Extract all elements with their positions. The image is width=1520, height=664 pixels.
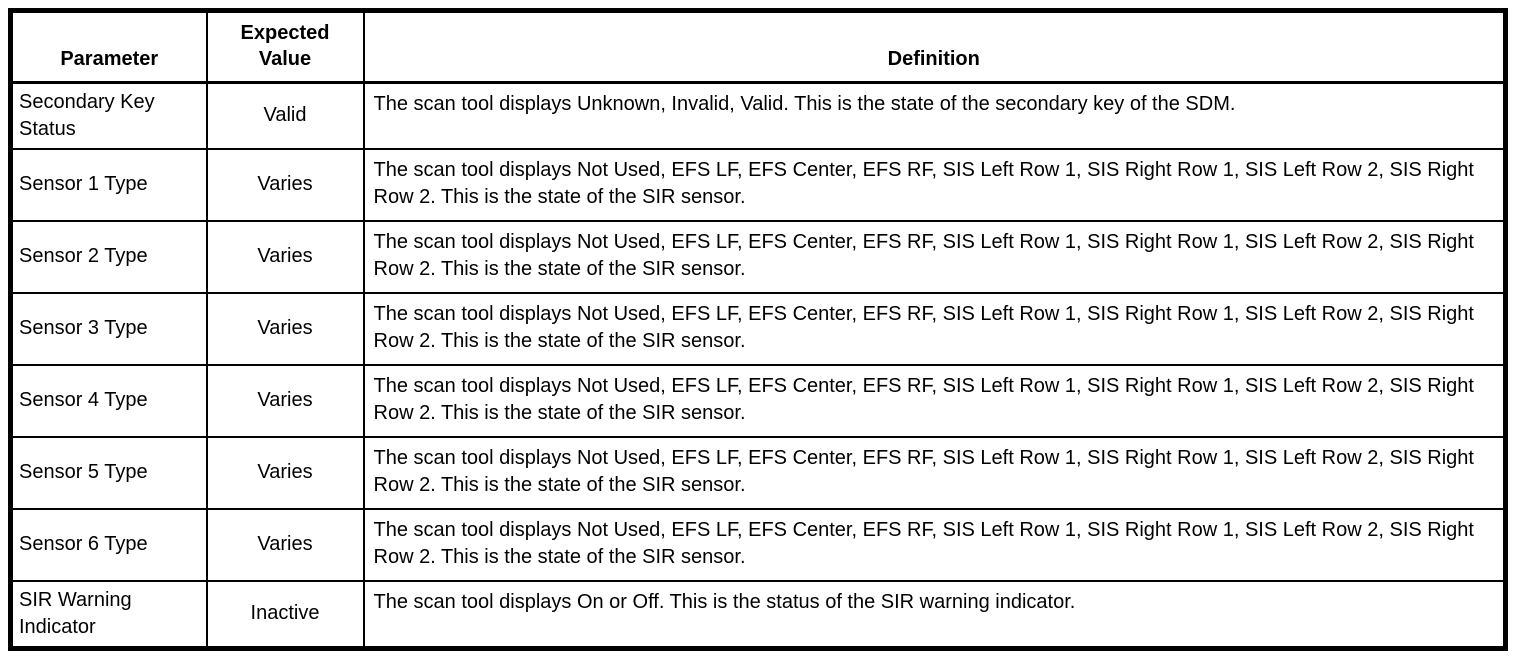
expected-value-cell: Varies (205, 219, 365, 294)
table-row: Sensor 4 Type Varies The scan tool displ… (9, 363, 1507, 438)
parameter-cell: Sensor 1 Type (9, 147, 208, 222)
definition-cell: The scan tool displays Not Used, EFS LF,… (362, 219, 1507, 294)
column-header-parameter: Parameter (9, 9, 208, 84)
definition-cell: The scan tool displays Not Used, EFS LF,… (362, 147, 1507, 222)
table-row: Sensor 6 Type Varies The scan tool displ… (9, 507, 1507, 582)
expected-value-cell: Varies (205, 291, 365, 366)
parameter-cell: Sensor 5 Type (9, 435, 208, 510)
definition-cell: The scan tool displays Not Used, EFS LF,… (362, 435, 1507, 510)
table-row: Sensor 1 Type Varies The scan tool displ… (9, 147, 1507, 222)
parameter-cell: Sensor 6 Type (9, 507, 208, 582)
table-row: Sensor 2 Type Varies The scan tool displ… (9, 219, 1507, 294)
column-header-definition: Definition (362, 9, 1507, 84)
definition-cell: The scan tool displays Unknown, Invalid,… (362, 81, 1507, 150)
expected-value-cell: Varies (205, 435, 365, 510)
definition-cell: The scan tool displays Not Used, EFS LF,… (362, 291, 1507, 366)
expected-value-cell: Varies (205, 363, 365, 438)
definition-cell: The scan tool displays Not Used, EFS LF,… (362, 507, 1507, 582)
table-row: Sensor 5 Type Varies The scan tool displ… (9, 435, 1507, 510)
table-row: Sensor 3 Type Varies The scan tool displ… (9, 291, 1507, 366)
table-header-row: Parameter Expected Value Definition (9, 9, 1507, 84)
expected-value-cell: Inactive (205, 579, 365, 650)
definition-cell: The scan tool displays On or Off. This i… (362, 579, 1507, 650)
parameter-cell: Sensor 3 Type (9, 291, 208, 366)
expected-value-cell: Varies (205, 147, 365, 222)
table-row: Secondary Key Status Valid The scan tool… (9, 81, 1507, 150)
parameter-cell: Sensor 4 Type (9, 363, 208, 438)
expected-value-cell: Valid (205, 81, 365, 150)
column-header-expected-value: Expected Value (205, 9, 365, 84)
definition-cell: The scan tool displays Not Used, EFS LF,… (362, 363, 1507, 438)
parameter-cell: SIR Warning Indicator (9, 579, 208, 650)
table-row: SIR Warning Indicator Inactive The scan … (9, 579, 1507, 650)
expected-value-cell: Varies (205, 507, 365, 582)
parameter-cell: Sensor 2 Type (9, 219, 208, 294)
parameter-cell: Secondary Key Status (9, 81, 208, 150)
parameters-table: Parameter Expected Value Definition Seco… (8, 8, 1508, 651)
